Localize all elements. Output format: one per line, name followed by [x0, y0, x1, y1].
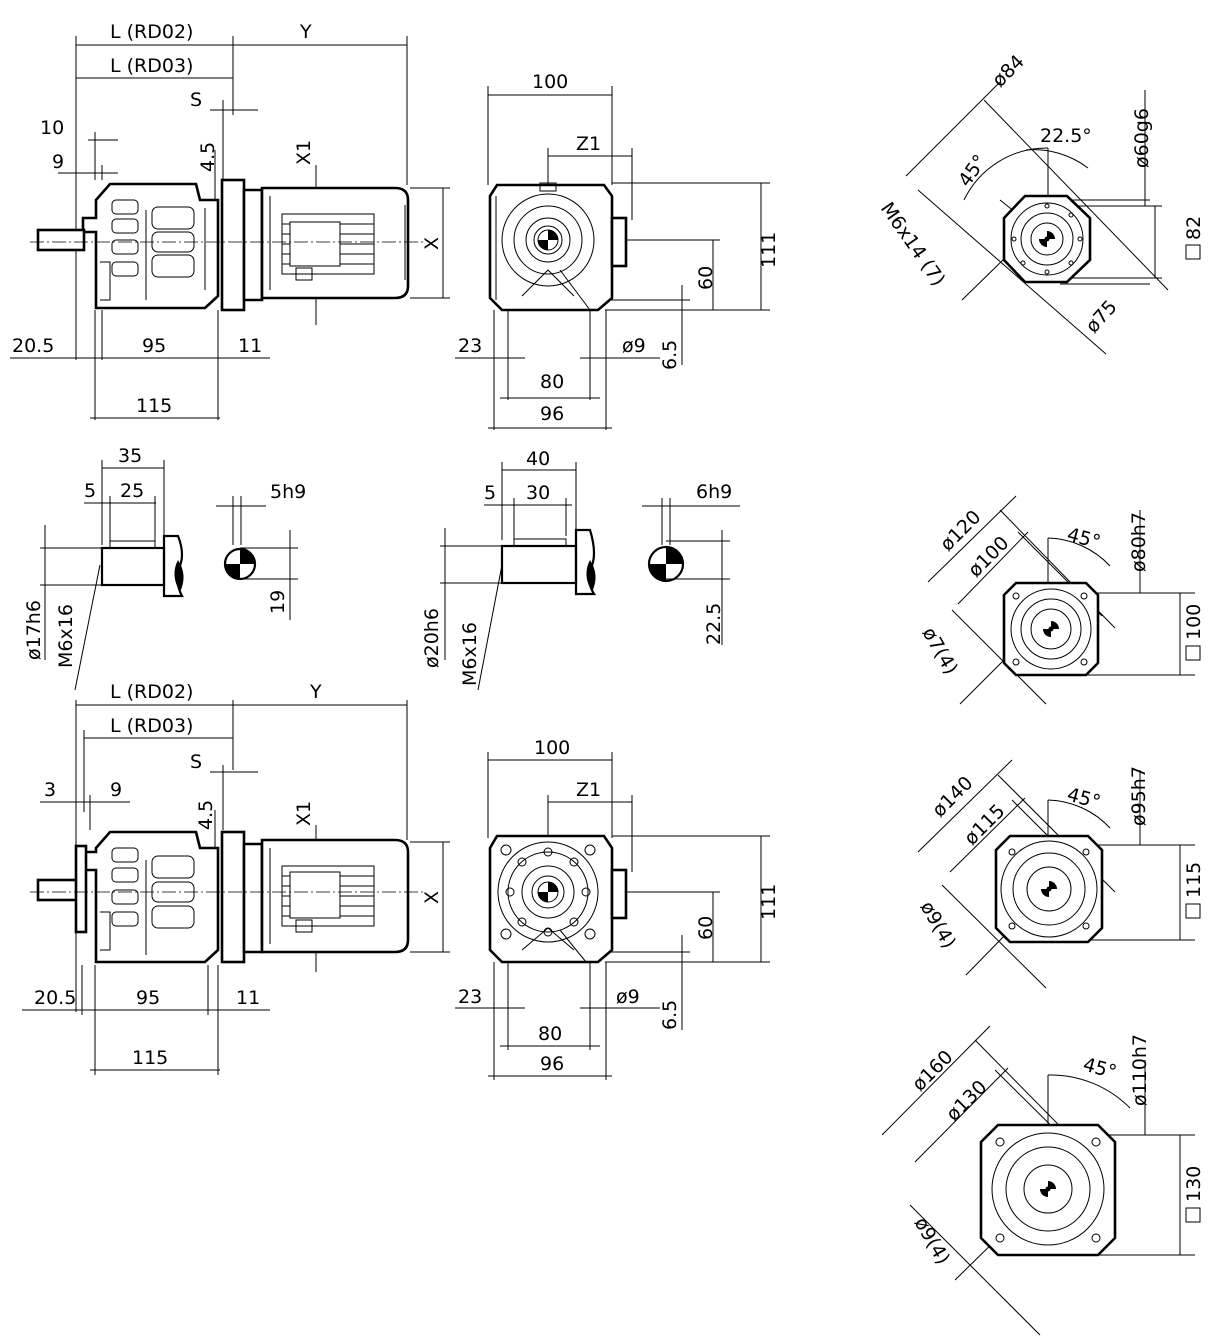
label-11: 11: [236, 987, 260, 1009]
gearbox-end-view-bottom: 100 Z1 111 60 23 ø9 6.5 80 96: [455, 737, 780, 1080]
label-x1: X1: [293, 801, 315, 826]
label-angle-45: 45°: [1081, 1054, 1119, 1084]
label-dia-20h6: ø20h6: [421, 608, 443, 668]
label-x: X: [421, 891, 443, 904]
label-s: S: [190, 751, 202, 773]
label-dia-120: ø120: [936, 506, 985, 555]
label-6-5: 6.5: [659, 1000, 681, 1030]
label-sq-100: 100: [1183, 604, 1205, 640]
flange-view-3: ø140 ø115 ø9(4) 45° ø95h7 115: [916, 759, 1205, 989]
label-19: 19: [267, 590, 289, 614]
label-dia-9: ø9: [622, 335, 646, 357]
label-5: 5: [84, 480, 96, 502]
label-angle-45: 45°: [954, 151, 991, 191]
label-angle-45: 45°: [1065, 784, 1103, 814]
label-115: 115: [136, 395, 172, 417]
label-23: 23: [458, 986, 482, 1008]
shaft-detail-1: 35 5 25 ø17h6 M6x16 5h9 19: [23, 445, 306, 691]
label-dia-17h6: ø17h6: [23, 600, 45, 660]
label-dia-9-4: ø9(4): [916, 898, 960, 953]
label-dia-95h7: ø95h7: [1128, 766, 1150, 826]
label-l-rd02: L (RD02): [110, 21, 193, 43]
label-80: 80: [538, 1023, 562, 1045]
label-95: 95: [136, 987, 160, 1009]
label-35: 35: [118, 445, 142, 467]
label-y: Y: [309, 681, 322, 703]
label-l-rd02: L (RD02): [110, 681, 193, 703]
square-symbol-icon: [1185, 1207, 1201, 1223]
label-95: 95: [142, 335, 166, 357]
label-m6x14: M6x14 (7): [876, 198, 950, 290]
label-111: 111: [758, 232, 780, 268]
label-20-5: 20.5: [34, 987, 76, 1009]
label-dia-9-4: ø9(4): [910, 1214, 954, 1269]
label-40: 40: [526, 448, 550, 470]
label-dia-160: ø160: [908, 1046, 957, 1095]
label-angle-45: 45°: [1065, 524, 1103, 554]
label-dia-84: ø84: [988, 51, 1029, 92]
label-3: 3: [44, 779, 56, 801]
square-symbol-icon: [1185, 244, 1201, 260]
label-dia-7-4: ø7(4): [918, 624, 962, 679]
label-100: 100: [532, 71, 568, 93]
label-sq-115: 115: [1183, 862, 1205, 898]
square-symbol-icon: [1185, 645, 1201, 661]
label-6h9: 6h9: [696, 481, 732, 503]
label-80: 80: [540, 371, 564, 393]
label-z1: Z1: [576, 779, 601, 801]
label-4-5: 4.5: [195, 800, 217, 830]
label-5: 5: [484, 482, 496, 504]
label-dia-75: ø75: [1081, 296, 1121, 337]
label-30: 30: [526, 482, 550, 504]
label-20-5: 20.5: [12, 335, 54, 357]
label-96: 96: [540, 403, 564, 425]
label-25: 25: [120, 480, 144, 502]
label-23: 23: [458, 335, 482, 357]
gearmotor-side-view-top: L (RD02) L (RD03) Y S 10 9 4.5 X1 X 20.5…: [10, 21, 450, 420]
label-dia-60g6: ø60g6: [1131, 108, 1153, 168]
label-m6x16: M6x16: [55, 604, 77, 668]
label-6-5: 6.5: [659, 340, 681, 370]
label-9: 9: [110, 779, 122, 801]
label-l-rd03: L (RD03): [110, 55, 193, 77]
label-dia-130: ø130: [942, 1076, 991, 1125]
label-22-5: 22.5: [703, 603, 725, 645]
label-111: 111: [758, 884, 780, 920]
label-sq-82: 82: [1183, 216, 1205, 240]
gearmotor-side-view-bottom: L (RD02) L (RD03) Y S 3 9 4.5 X1 X 20.5 …: [22, 681, 450, 1075]
flange-view-1: ø84 ø60g6 22.5° 45° M6x14 (7) ø75 82: [876, 51, 1205, 355]
label-10: 10: [40, 117, 64, 139]
label-dia-9: ø9: [616, 986, 640, 1008]
square-symbol-icon: [1185, 903, 1201, 919]
shaft-detail-2: 40 5 30 ø20h6 M6x16 6h9 22.5: [421, 448, 740, 691]
label-11: 11: [238, 335, 262, 357]
label-l-rd03: L (RD03): [110, 715, 193, 737]
label-m6x16: M6x16: [459, 622, 481, 686]
label-96: 96: [540, 1053, 564, 1075]
label-dia-115: ø115: [960, 800, 1009, 849]
label-115: 115: [132, 1047, 168, 1069]
label-dia-80h7: ø80h7: [1128, 512, 1150, 572]
gearbox-end-view-top: 100 Z1 111 60 23 ø9 6.5 80 96: [455, 71, 780, 430]
label-sq-130: 130: [1183, 1166, 1205, 1202]
label-dia-110h7: ø110h7: [1129, 1034, 1151, 1106]
flange-view-4: ø160 ø130 ø9(4) 45° ø110h7 130: [881, 1025, 1205, 1336]
label-dia-140: ø140: [928, 772, 977, 821]
label-y: Y: [299, 21, 312, 43]
label-100: 100: [534, 737, 570, 759]
label-60: 60: [695, 266, 717, 290]
label-4-5: 4.5: [197, 142, 219, 172]
label-5h9: 5h9: [270, 481, 306, 503]
label-x1: X1: [293, 140, 315, 165]
label-x: X: [421, 237, 443, 250]
label-9: 9: [52, 151, 64, 173]
label-s: S: [190, 89, 202, 111]
label-60: 60: [695, 916, 717, 940]
flange-view-2: ø120 ø100 ø7(4) 45° ø80h7 100: [918, 495, 1205, 705]
label-angle-22-5: 22.5°: [1040, 125, 1092, 147]
label-z1: Z1: [576, 133, 601, 155]
